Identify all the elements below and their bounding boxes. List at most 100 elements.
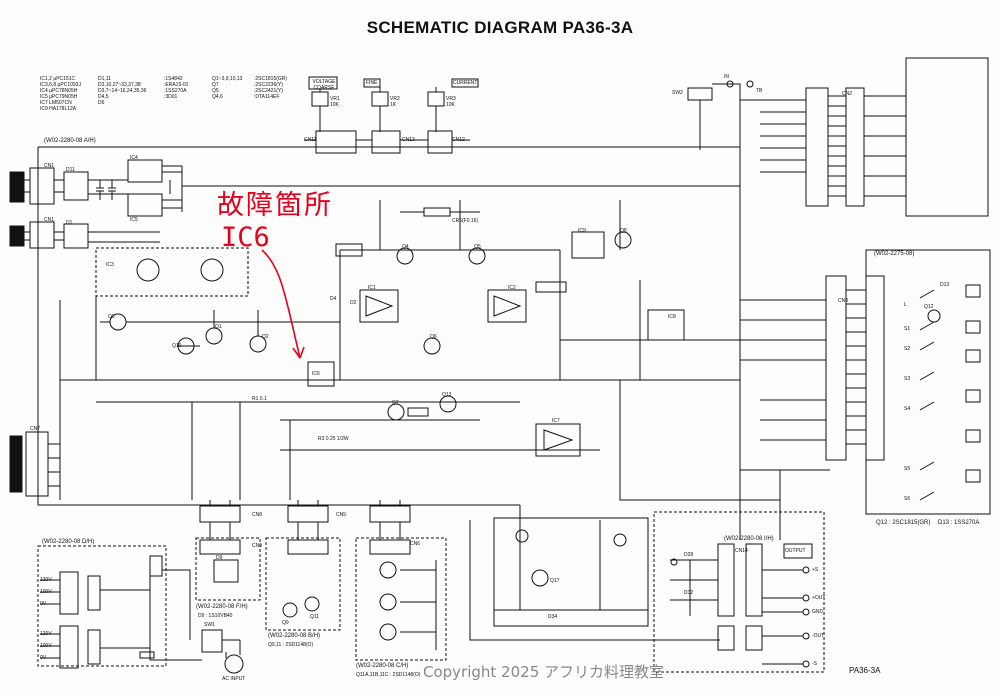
parts-col-1: IC1,2 μPC151C IC3,6,8 μPC1093J IC4 μPC78…: [40, 76, 100, 112]
fuse-f1: [139, 651, 155, 659]
vr1-body: [311, 91, 329, 107]
q6-transistor: [423, 337, 441, 355]
cn13-connector: [371, 130, 401, 154]
r-main-resistor: [407, 407, 429, 417]
fine-label: FINE: [366, 80, 378, 86]
tb-label: TB: [756, 88, 763, 94]
parts-line: :2SC2421(Y): [254, 88, 283, 94]
tb-terminal: [746, 80, 754, 88]
vr3-body: [427, 91, 445, 107]
parts-col-3: :1S4842 :ERA15-01 :1SS270A :3D01: [164, 76, 204, 100]
d34-label: D34: [548, 614, 558, 620]
switch-indicator-3: [965, 349, 981, 363]
board-label-fh: (W02-2280-08 F/H): [196, 604, 248, 610]
cn6-lower: [369, 539, 411, 555]
d1-label: D1: [66, 220, 73, 226]
ic2-opamp: [487, 289, 527, 323]
sw1-switch: [201, 629, 223, 653]
parts-col-5: :2SC1815(GR) :2SC2236(Y) :2SC2421(Y) :DT…: [254, 76, 304, 100]
switch-label: S3: [904, 376, 911, 382]
ic-left-regulator-1: [136, 258, 160, 282]
parts-line: Q1~3,9,10,13: [212, 76, 243, 82]
terminal-minus-s: [802, 660, 810, 668]
parts-line: :ERA15-01: [164, 82, 189, 88]
output-label-box: [783, 543, 813, 559]
d11-bridge: [63, 171, 89, 201]
parts-line: Q4,6: [212, 94, 223, 100]
tap-voltage: 100V: [40, 589, 52, 595]
r-sense-label: R3 0.25 1/2W: [318, 436, 349, 442]
transformer-tap-upper: [59, 571, 79, 615]
q11b-transistor: [379, 593, 397, 611]
cn5-upper: [287, 505, 329, 523]
cn8-upper: [199, 505, 241, 523]
power-board: [37, 545, 167, 667]
board-label-bh: (W02-2280-08 B/H): [268, 633, 321, 639]
parts-line: :1S4842: [164, 76, 183, 82]
terminal-gnd: [802, 608, 810, 616]
d28-label: D28: [684, 552, 694, 558]
q1-label: Q1: [215, 324, 222, 330]
ic5-label: IC5: [130, 217, 138, 223]
copyright-watermark: Copyright 2025 アフリカ料理教室: [423, 663, 665, 681]
q17-module: [493, 517, 649, 627]
d13-label: D13: [940, 282, 950, 288]
ic8-chip: [647, 309, 685, 341]
d9-bridge: [213, 559, 239, 583]
cn5-lower: [287, 539, 329, 555]
ac-input-plug: [224, 654, 244, 674]
ic-left-regulator-2: [200, 258, 224, 282]
output-terminal-label: -S: [812, 661, 817, 667]
switch-indicator-2: [965, 320, 981, 334]
q6-label: Q6: [430, 334, 437, 340]
cn3-strip: [825, 275, 847, 461]
cn9-lower: [199, 539, 241, 555]
cn7-plug: [9, 435, 23, 493]
parts-line: Q7: [212, 82, 219, 88]
r-main-label: R1 0.1: [252, 396, 267, 402]
q13-transistor: [439, 395, 457, 413]
vr2-body: [371, 91, 389, 107]
bh-board: [265, 537, 341, 631]
cn13-label: CN13: [402, 137, 415, 143]
fault-component-label: IC6: [221, 222, 270, 253]
switch-label: S4: [904, 406, 911, 412]
q5-transistor: [468, 247, 486, 265]
q8-label: Q8: [620, 228, 627, 234]
cn11-label: CN11: [304, 137, 317, 143]
ic2-label: IC2: [508, 285, 516, 291]
sw1-label: SW1: [204, 622, 215, 628]
cn2-output-connector: [717, 543, 735, 617]
q1-transistor: [205, 327, 223, 345]
cn-power-terminal: [149, 555, 163, 577]
tap-voltage: 120V: [40, 631, 52, 637]
q5-label: Q5: [474, 244, 481, 250]
terminal-minus-out: [802, 632, 810, 640]
switch-indicator-5: [965, 429, 981, 443]
ic9-regulator: [571, 231, 605, 259]
q13-label: Q13: [442, 392, 452, 398]
switch-indicator-1: [965, 284, 981, 298]
sub-note-q9q11: Q9,11 : 2SD1148(O): [268, 642, 314, 648]
cn1-label: CN1: [44, 163, 55, 169]
output-terminal-label: -OUT: [812, 633, 825, 639]
q17-transistor: [531, 569, 549, 587]
ac-input-label: AC INPUT: [222, 676, 246, 682]
cn1-housing-lower: [29, 221, 55, 249]
current-label: CURRENT: [453, 80, 478, 86]
transformer-tap-lower: [59, 625, 79, 669]
tap-switch-lower: [87, 629, 101, 665]
switch-label: S1: [904, 326, 911, 332]
ic6-label: IC6: [312, 371, 320, 377]
parts-line: IC9 HA178L12A: [40, 106, 77, 112]
tap-switch-upper: [87, 575, 101, 611]
sub-note-d9: D9 : 1S10VB40: [198, 613, 233, 619]
ic7-label: IC7: [552, 418, 560, 424]
cn4-connector: [717, 625, 735, 651]
q4-label: Q4: [402, 244, 409, 250]
cn1-plug-upper: [9, 171, 25, 203]
parts-line: :2SC1815(GR): [254, 76, 288, 82]
parts-line: :3D01: [164, 94, 178, 100]
cn2-pins: [845, 87, 865, 207]
voltage-coarse-box: [308, 76, 338, 90]
